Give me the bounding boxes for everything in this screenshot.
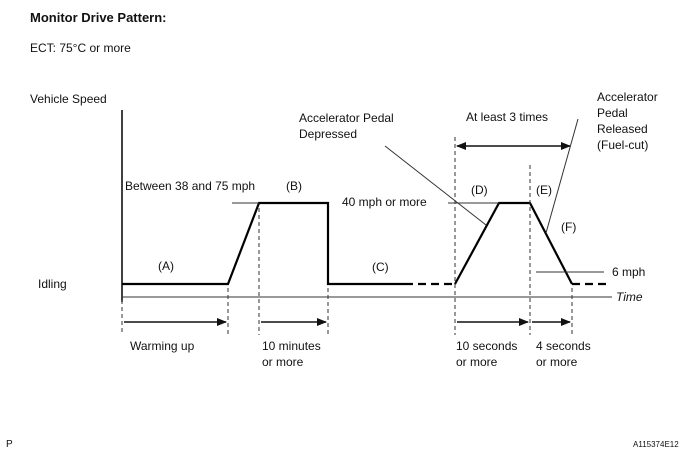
y-axis-label: Vehicle Speed [30, 92, 107, 106]
phase-e-label: (E) [536, 183, 552, 197]
speed-trace-first [122, 201, 405, 286]
released-leader [545, 118, 579, 234]
footer-mark: P [6, 439, 13, 450]
pedal-depressed-label-1: Accelerator Pedal [299, 111, 394, 125]
phase-d-label: (D) [471, 183, 488, 197]
between-speed-label: Between 38 and 75 mph [125, 179, 255, 193]
forty-mph-label: 40 mph or more [342, 195, 427, 209]
pedal-released-label-1: Accelerator [597, 90, 658, 104]
pedal-released-label-4: (Fuel-cut) [597, 138, 648, 152]
speed-trace-cycle [454, 201, 573, 285]
phase-b-label: (B) [286, 179, 302, 193]
idling-label: Idling [38, 277, 67, 291]
ten-seconds-label-1: 10 seconds [456, 339, 517, 353]
phase-f-label: (F) [561, 220, 576, 234]
warming-up-label: Warming up [130, 339, 195, 353]
pedal-released-label-3: Released [597, 122, 648, 136]
pedal-depressed-label-2: Depressed [299, 127, 357, 141]
ten-minutes-label-1: 10 minutes [262, 339, 321, 353]
depressed-leader [384, 145, 487, 226]
phase-c-label: (C) [372, 260, 389, 274]
pedal-released-label-2: Pedal [597, 106, 628, 120]
six-mph-label: 6 mph [612, 265, 645, 279]
ten-seconds-label-2: or more [456, 355, 498, 369]
diagram-title: Monitor Drive Pattern: [30, 10, 167, 25]
phase-a-label: (A) [158, 259, 174, 273]
four-seconds-label-2: or more [536, 355, 578, 369]
ten-minutes-label-2: or more [262, 355, 304, 369]
x-axis-label: Time [616, 290, 643, 304]
figure-id: A115374E12 [633, 440, 679, 449]
repeat-label: At least 3 times [466, 110, 548, 124]
ect-condition: ECT: 75°C or more [30, 41, 131, 55]
four-seconds-label-1: 4 seconds [536, 339, 591, 353]
